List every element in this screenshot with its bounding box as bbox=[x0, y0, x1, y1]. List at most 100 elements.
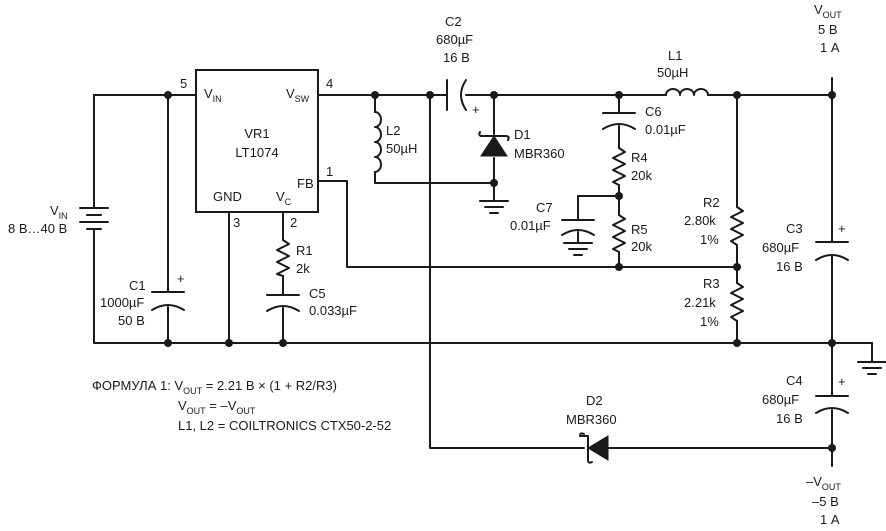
ic-pin-3: 3 bbox=[233, 215, 240, 230]
formula-notes: ФОРМУЛА 1: VOUT = 2.21 В × (1 + R2/R3) V… bbox=[92, 378, 391, 433]
vout-pos-volt: 5 В bbox=[818, 22, 838, 37]
junction-dot bbox=[615, 263, 623, 271]
junction-dot bbox=[733, 263, 741, 271]
junction-dot bbox=[615, 192, 623, 200]
junction-dot bbox=[490, 179, 498, 187]
vin-label: VIN bbox=[50, 203, 68, 221]
c4-plus: + bbox=[838, 374, 846, 389]
r1-value: 2k bbox=[296, 261, 310, 276]
junctions bbox=[164, 91, 836, 452]
capacitor-c2: + C2 680µF 16 В bbox=[436, 14, 480, 117]
c5-value: 0.033µF bbox=[309, 303, 357, 318]
inductor-l2: L2 50µH bbox=[374, 111, 417, 173]
ic-pin-4: 4 bbox=[326, 76, 333, 91]
junction-dot bbox=[733, 339, 741, 347]
capacitor-c1: + C1 1000µF 50 В bbox=[100, 271, 185, 328]
diode-d1: D1 MBR360 bbox=[478, 127, 565, 161]
junction-dot bbox=[371, 91, 379, 99]
vout-neg-amp: 1 А bbox=[820, 512, 840, 527]
ic-pin-vc-label: VC bbox=[276, 189, 292, 207]
c2-voltage: 16 В bbox=[443, 50, 470, 65]
r5-value: 20k bbox=[631, 239, 652, 254]
d2-ref: D2 bbox=[586, 393, 603, 408]
c1-plus: + bbox=[177, 271, 185, 286]
vout-neg-volt: –5 В bbox=[812, 494, 839, 509]
c2-ref: C2 bbox=[445, 14, 462, 29]
ic-pin-1: 1 bbox=[326, 164, 333, 179]
c2-plus: + bbox=[472, 102, 480, 117]
r4-value: 20k bbox=[631, 168, 652, 183]
r5-ref: R5 bbox=[631, 222, 648, 237]
ground-icon bbox=[479, 200, 509, 214]
d1-part: MBR360 bbox=[514, 146, 565, 161]
c7-value: 0.01µF bbox=[510, 218, 551, 233]
d1-ref: D1 bbox=[514, 127, 531, 142]
capacitor-c7: C7 0.01µF bbox=[510, 200, 595, 236]
c7-ref: C7 bbox=[536, 200, 553, 215]
ic-vr1: VR1 LT1074 VIN VSW GND VC FB 5 4 3 2 1 bbox=[180, 69, 333, 230]
l2-value: 50µH bbox=[386, 141, 417, 156]
ic-body bbox=[195, 69, 319, 213]
vin-battery: VIN 8 В…40 В bbox=[8, 203, 109, 236]
ground-icon bbox=[563, 242, 593, 256]
resistor-r4: R4 20k bbox=[612, 147, 652, 186]
c6-ref: C6 bbox=[645, 104, 662, 119]
junction-dot bbox=[828, 91, 836, 99]
c4-value: 680µF bbox=[762, 392, 799, 407]
resistor-r1: R1 2k bbox=[276, 239, 313, 277]
ic-pin-vsw-label: VSW bbox=[286, 86, 310, 104]
note-formula-1: ФОРМУЛА 1: VOUT = 2.21 В × (1 + R2/R3) bbox=[92, 378, 337, 396]
resistor-r5: R5 20k bbox=[612, 214, 652, 254]
c3-plus: + bbox=[838, 221, 846, 236]
vout-pos-name: VOUT bbox=[814, 2, 842, 20]
vin-range: 8 В…40 В bbox=[8, 221, 67, 236]
c1-voltage: 50 В bbox=[118, 313, 145, 328]
l1-value: 50µH bbox=[657, 65, 688, 80]
junction-dot bbox=[164, 339, 172, 347]
junction-dot bbox=[615, 91, 623, 99]
junction-dot bbox=[828, 444, 836, 452]
junction-dot bbox=[828, 339, 836, 347]
r3-value: 2.21k bbox=[684, 295, 716, 310]
inductor-l1: L1 50µH bbox=[657, 48, 709, 96]
vout-pos-amp: 1 А bbox=[820, 40, 840, 55]
junction-dot bbox=[733, 91, 741, 99]
c4-ref: C4 bbox=[786, 373, 803, 388]
c1-value: 1000µF bbox=[100, 295, 144, 310]
resistor-r2: R2 2.80k 1% bbox=[684, 195, 744, 247]
r1-ref: R1 bbox=[296, 243, 313, 258]
capacitor-c3: + C3 680µF 16 В bbox=[762, 221, 849, 274]
c3-value: 680µF bbox=[762, 240, 799, 255]
c3-voltage: 16 В bbox=[776, 259, 803, 274]
l2-ref: L2 bbox=[386, 123, 400, 138]
vout-neg-name: –VOUT bbox=[806, 474, 841, 492]
junction-dot bbox=[490, 91, 498, 99]
c2-value: 680µF bbox=[436, 32, 473, 47]
note-inductors: L1, L2 = COILTRONICS CTX50-2-52 bbox=[178, 418, 391, 433]
capacitor-c6: C6 0.01µF bbox=[602, 104, 686, 137]
capacitor-c5: C5 0.033µF bbox=[266, 286, 357, 318]
r2-tol: 1% bbox=[700, 232, 719, 247]
d2-part: MBR360 bbox=[566, 412, 617, 427]
ic-pin-2: 2 bbox=[290, 215, 297, 230]
wires bbox=[93, 77, 873, 467]
c3-ref: C3 bbox=[786, 221, 803, 236]
r3-ref: R3 bbox=[703, 276, 720, 291]
ic-pin-vin-label: VIN bbox=[204, 86, 222, 104]
r2-value: 2.80k bbox=[684, 213, 716, 228]
capacitor-c4: + C4 680µF 16 В bbox=[762, 373, 849, 426]
ic-pin-fb-label: FB bbox=[297, 176, 314, 191]
r2-ref: R2 bbox=[703, 195, 720, 210]
junction-dot bbox=[164, 91, 172, 99]
ic-part: LT1074 bbox=[235, 145, 278, 160]
ic-pin-gnd-label: GND bbox=[213, 189, 242, 204]
junction-dot bbox=[279, 339, 287, 347]
l1-ref: L1 bbox=[668, 48, 682, 63]
ic-ref: VR1 bbox=[244, 126, 269, 141]
r4-ref: R4 bbox=[631, 150, 648, 165]
c6-value: 0.01µF bbox=[645, 122, 686, 137]
ic-pin-5: 5 bbox=[180, 76, 187, 91]
ground-icon bbox=[857, 361, 886, 375]
vout-positive-label: VOUT 5 В 1 А bbox=[814, 2, 842, 55]
